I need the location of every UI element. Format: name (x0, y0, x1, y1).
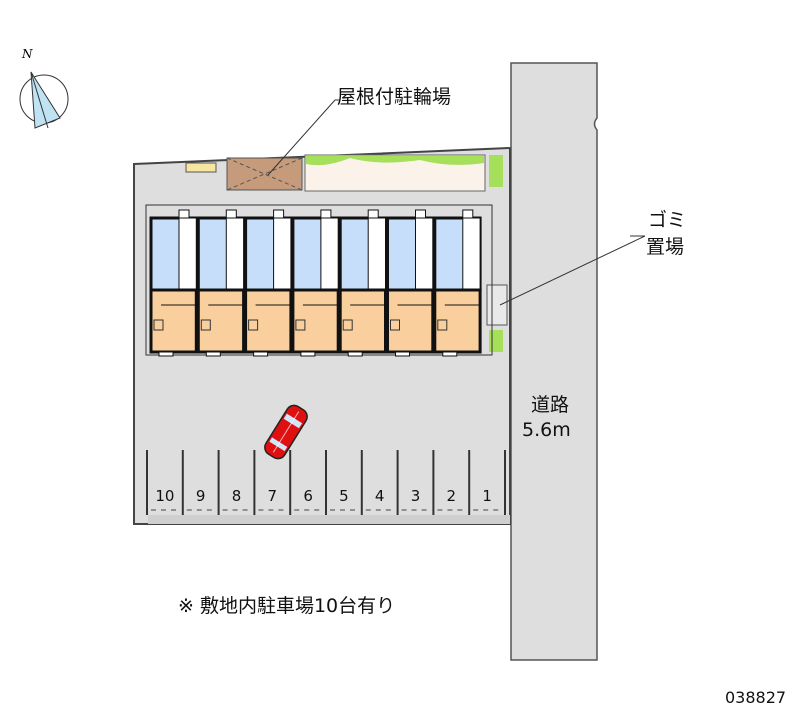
parking-stall-number: 7 (268, 487, 278, 505)
front-walkway (148, 515, 510, 524)
parking-note: ※ 敷地内駐車場10台有り (178, 595, 396, 617)
apartment-unit (386, 209, 435, 357)
leader-bicycle (267, 99, 336, 176)
garden-hedge (306, 156, 484, 166)
reference-number: 038827 (725, 688, 787, 707)
road (510, 62, 598, 661)
parking-stall-number: 10 (155, 487, 174, 505)
bicycle-parking-label: 屋根付駐輪場 (337, 86, 452, 108)
apartment-unit (338, 209, 388, 357)
north-compass-icon (19, 71, 69, 129)
apartment-unit (149, 209, 198, 357)
car-icon (264, 404, 308, 460)
building-outline (145, 204, 493, 356)
parking-stall-number: 9 (196, 487, 206, 505)
road-width: 5.6m (522, 419, 571, 441)
north-label: N (21, 47, 33, 61)
apartment-unit (291, 209, 340, 357)
garbage-label-line2: 置場 (646, 236, 685, 258)
apartment-unit (244, 209, 293, 357)
parking-stall-number: 3 (411, 487, 421, 505)
apartment-unit (196, 209, 246, 357)
parking-stall-number: 2 (447, 487, 457, 505)
parking-stall-number: 6 (303, 487, 313, 505)
garden-hedge-corner (489, 330, 503, 352)
parking-stall-number: 4 (375, 487, 385, 505)
parking-stall-number: 1 (482, 487, 492, 505)
apartment-unit (433, 209, 482, 357)
parking-stall-number: 8 (232, 487, 242, 505)
road-label: 道路 (531, 394, 570, 416)
garbage-area (486, 284, 508, 326)
garden-hedge-side (489, 155, 503, 187)
bench (185, 162, 217, 173)
leader-garbage (499, 235, 646, 306)
parking-stall-number: 5 (339, 487, 349, 505)
garbage-label-line1: ゴミ (648, 209, 687, 231)
covered-bicycle-parking (226, 157, 303, 191)
